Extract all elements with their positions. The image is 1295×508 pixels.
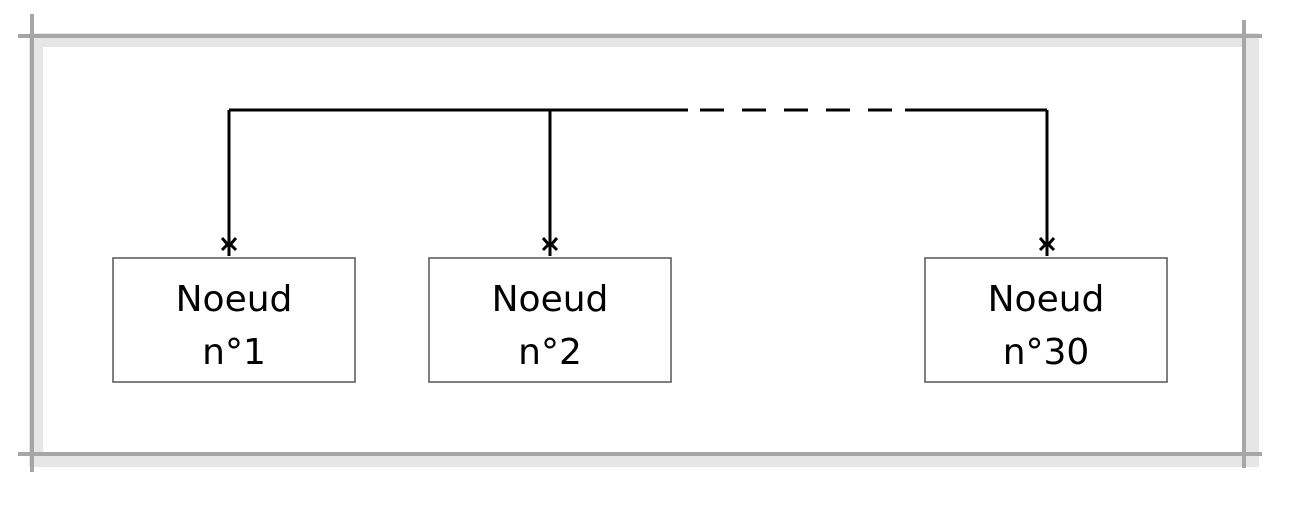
frame-shadow — [29, 33, 1259, 467]
node-label-line1: Noeud — [176, 279, 293, 320]
node-label-line2: n°2 — [518, 332, 582, 373]
node-2: Noeud n°2 — [428, 257, 672, 383]
connector-icon — [220, 240, 238, 252]
drop-line-30 — [1038, 110, 1056, 256]
node-label-line2: n°1 — [202, 332, 266, 373]
frame — [18, 14, 1262, 472]
connector-icon — [220, 237, 238, 249]
node-box — [112, 257, 356, 383]
connector-icon — [541, 237, 559, 249]
node-1: Noeud n°1 — [112, 257, 356, 383]
connector-icon — [1038, 240, 1056, 252]
connector-icon — [541, 240, 559, 252]
node-box — [428, 257, 672, 383]
node-label-line1: Noeud — [492, 279, 609, 320]
connector-icon — [1038, 237, 1056, 249]
node-30: Noeud n°30 — [924, 257, 1168, 383]
drop-line-2 — [541, 110, 559, 256]
node-label-line1: Noeud — [988, 279, 1105, 320]
drop-line-1 — [220, 110, 238, 256]
node-box — [924, 257, 1168, 383]
node-label-line2: n°30 — [1003, 332, 1090, 373]
